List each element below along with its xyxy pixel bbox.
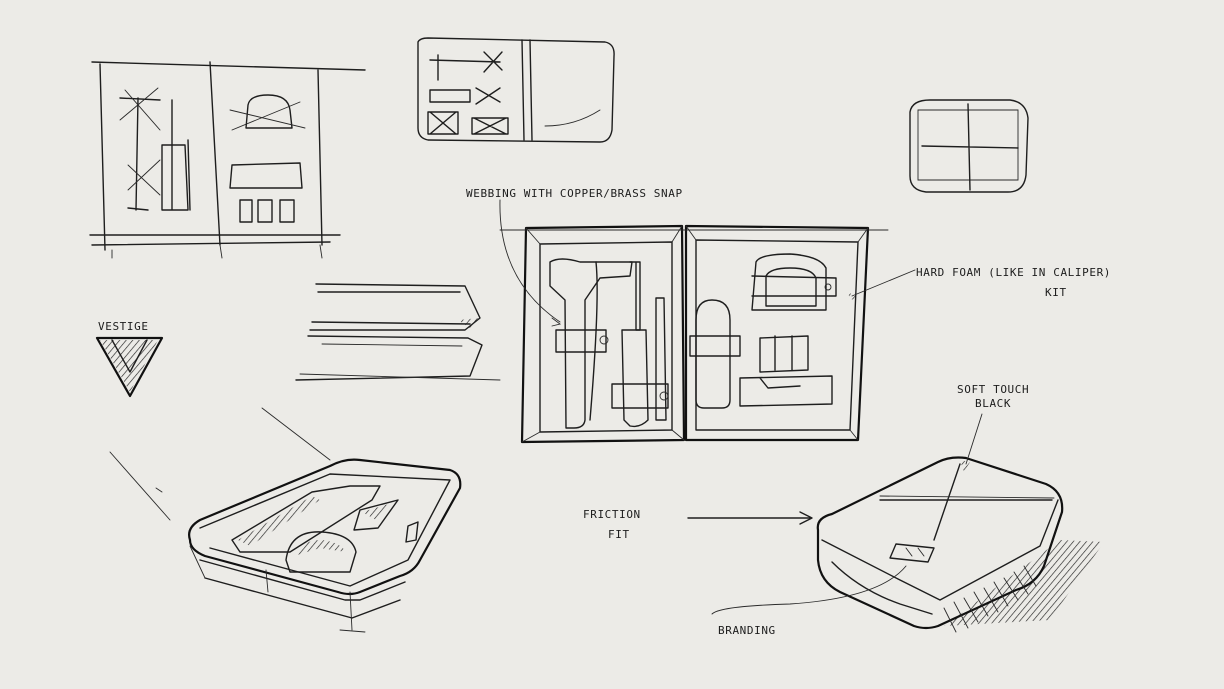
branding-annotation: BRANDING [718,624,776,637]
friction-fit-arrow [687,511,813,525]
lid-topview-sketch [909,99,1029,193]
open-case-sketch-top-left [89,61,366,259]
closed-case-sketch [711,413,1104,633]
friction-fit-annotation-line1: FRICTION [583,508,641,521]
soft-touch-annotation-line1: SOFT TOUCH [957,383,1029,396]
open-tray-sketch-bottom-left [109,407,462,633]
webbing-annotation: WEBBING WITH COPPER/BRASS SNAP [466,187,683,200]
hard-foam-annotation-line1: HARD FOAM (LIKE IN CALIPER) [916,266,1111,279]
vestige-label: VESTIGE [98,320,149,333]
hard-foam-annotation-line2: KIT [1045,286,1067,299]
vestige-logo-mark [95,336,164,398]
soft-touch-annotation-line2: BLACK [975,397,1011,410]
friction-fit-annotation-line2: FIT [608,528,630,541]
case-side-profile-sketch [295,283,501,381]
main-open-case-sketch [499,199,916,444]
small-case-sketch-top [417,37,615,143]
